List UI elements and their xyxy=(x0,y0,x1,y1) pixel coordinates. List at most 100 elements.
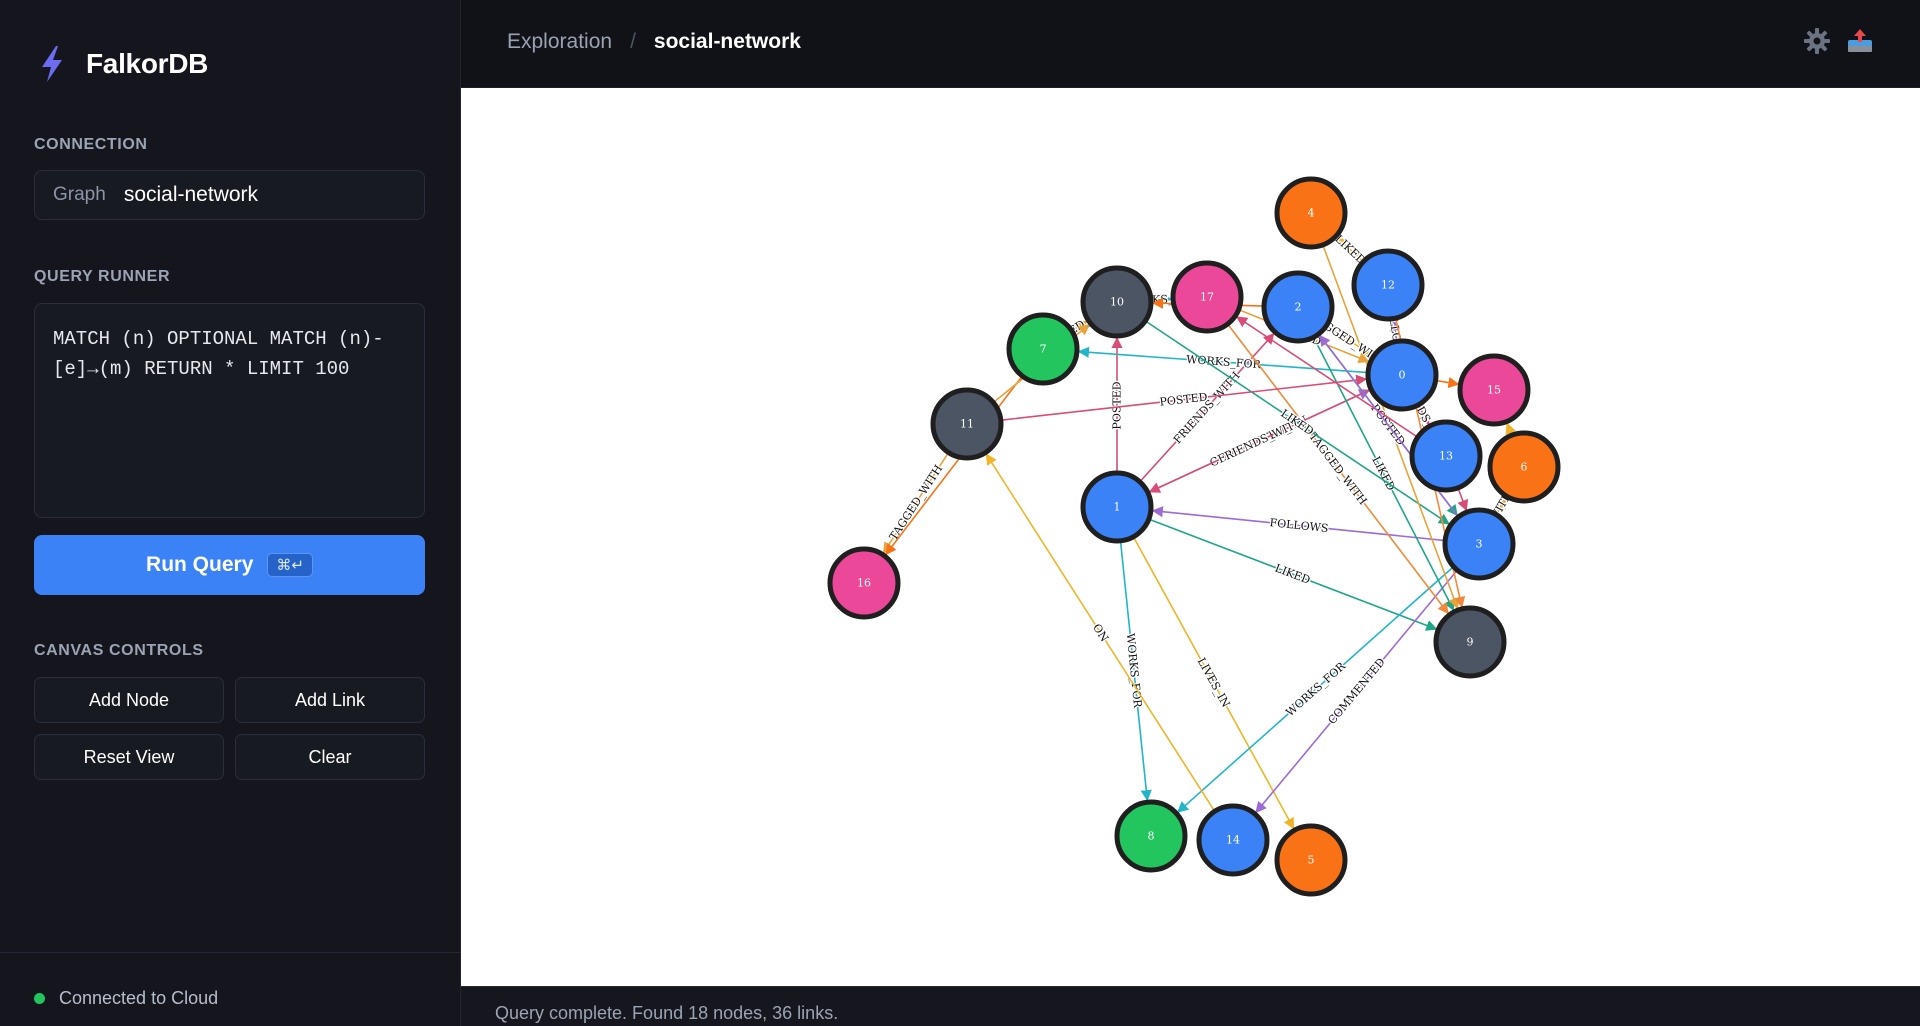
node-circle[interactable] xyxy=(1006,312,1080,386)
graph-edge[interactable] xyxy=(1148,518,1438,631)
graph-edge[interactable] xyxy=(1435,377,1460,389)
clear-button[interactable]: Clear xyxy=(235,734,425,780)
gear-icon[interactable] xyxy=(1802,26,1832,56)
node-label: 0 xyxy=(1399,369,1406,382)
graph-edge[interactable] xyxy=(885,375,1023,556)
reset-view-button[interactable]: Reset View xyxy=(34,734,224,780)
graph-edge[interactable] xyxy=(1144,320,1451,525)
graph-selector[interactable]: Graph social-network xyxy=(34,170,425,220)
node-label: 5 xyxy=(1308,854,1315,867)
graph-edge[interactable] xyxy=(1236,316,1419,438)
node-circle[interactable] xyxy=(1274,823,1348,897)
connection-status: Connected to Cloud xyxy=(34,988,218,1009)
node-circle[interactable] xyxy=(1114,799,1188,873)
graph-node[interactable]: 11 xyxy=(930,387,1004,461)
breadcrumb-exploration[interactable]: Exploration xyxy=(507,30,613,53)
node-circle[interactable] xyxy=(1274,176,1348,250)
node-label: 4 xyxy=(1308,207,1315,220)
node-circle[interactable] xyxy=(1351,248,1425,322)
add-link-button[interactable]: Add Link xyxy=(235,677,425,723)
graph-edge[interactable] xyxy=(1148,388,1372,493)
graph-edge[interactable] xyxy=(1255,569,1458,814)
graph-edge[interactable] xyxy=(1119,540,1152,802)
sidebar: FalkorDB CONNECTION Graph social-network… xyxy=(0,0,461,1026)
graph-node[interactable]: 2 xyxy=(1261,270,1335,344)
graph-edge[interactable] xyxy=(1326,324,1373,356)
node-label: 7 xyxy=(1040,343,1047,356)
graph-edge[interactable] xyxy=(1151,506,1446,542)
graph-edge[interactable] xyxy=(1139,332,1275,483)
node-label: 16 xyxy=(857,577,871,590)
node-label: 17 xyxy=(1200,291,1214,304)
graph-node[interactable]: 13 xyxy=(1409,419,1483,493)
node-circle[interactable] xyxy=(1442,507,1516,581)
edge-label: ON xyxy=(1090,621,1111,644)
node-circle[interactable] xyxy=(1170,260,1244,334)
node-label: 10 xyxy=(1110,296,1124,309)
graph-node[interactable]: 1 xyxy=(1080,470,1154,544)
graph-node[interactable]: 9 xyxy=(1433,605,1507,679)
graph-node[interactable]: 7 xyxy=(1006,312,1080,386)
graph-node[interactable]: 6 xyxy=(1487,430,1561,504)
node-circle[interactable] xyxy=(1196,803,1270,877)
query-editor[interactable]: MATCH (n) OPTIONAL MATCH (n)-[e]→(m) RET… xyxy=(34,303,425,518)
canvas-controls-title: CANVAS CONTROLS xyxy=(34,642,204,659)
sidebar-divider xyxy=(0,952,460,953)
main-area: Exploration / social-network xyxy=(461,0,1920,1026)
graph-edge[interactable] xyxy=(1336,236,1364,263)
graph-node[interactable]: 0 xyxy=(1365,338,1439,412)
status-bar-text: Query complete. Found 18 nodes, 36 links… xyxy=(495,1003,839,1023)
graph-edge[interactable] xyxy=(1132,536,1295,830)
graph-node[interactable]: 17 xyxy=(1170,260,1244,334)
run-query-button[interactable]: Run Query ⌘↵ xyxy=(34,535,425,595)
node-circle[interactable] xyxy=(827,546,901,620)
graph-edge[interactable] xyxy=(1077,346,1369,374)
graph-key-label: Graph xyxy=(53,184,106,205)
graph-edge[interactable] xyxy=(1177,566,1455,813)
bolt-icon xyxy=(42,46,62,82)
node-label: 14 xyxy=(1226,834,1240,847)
node-circle[interactable] xyxy=(1080,265,1154,339)
run-shortcut-badge: ⌘↵ xyxy=(267,553,313,577)
top-bar: Exploration / social-network xyxy=(461,0,1920,88)
graph-edge[interactable] xyxy=(1389,319,1401,342)
node-circle[interactable] xyxy=(1433,605,1507,679)
breadcrumb-separator: / xyxy=(630,30,636,53)
node-circle[interactable] xyxy=(1457,353,1531,427)
add-node-button[interactable]: Add Node xyxy=(34,677,224,723)
graph-node[interactable]: 10 xyxy=(1080,265,1154,339)
node-circle[interactable] xyxy=(1487,430,1561,504)
graph-edge[interactable] xyxy=(882,452,950,554)
graph-node[interactable]: 3 xyxy=(1442,507,1516,581)
graph-node[interactable]: 14 xyxy=(1196,803,1270,877)
node-circle[interactable] xyxy=(1409,419,1483,493)
node-circle[interactable] xyxy=(1365,338,1439,412)
brand: FalkorDB xyxy=(36,44,208,84)
graph-edge[interactable] xyxy=(1000,374,1368,421)
node-circle[interactable] xyxy=(1261,270,1335,344)
status-dot xyxy=(34,993,45,1004)
edge-label: TAGGED_WITH xyxy=(1306,430,1369,507)
edge-label: POSTED xyxy=(1111,381,1124,429)
graph-node[interactable]: 16 xyxy=(827,546,901,620)
graph-node[interactable]: 8 xyxy=(1114,799,1188,873)
graph-edge[interactable] xyxy=(1226,323,1449,615)
graph-edge[interactable] xyxy=(985,453,1216,812)
connection-status-text: Connected to Cloud xyxy=(59,988,219,1008)
graph-node[interactable]: 4 xyxy=(1274,176,1348,250)
graph-node[interactable]: 12 xyxy=(1351,248,1425,322)
graph-edge[interactable] xyxy=(1457,487,1469,512)
graph-node[interactable]: 15 xyxy=(1457,353,1531,427)
edge-label: FOLLOWS xyxy=(1269,516,1329,535)
export-icon[interactable] xyxy=(1845,26,1875,56)
node-circle[interactable] xyxy=(930,387,1004,461)
node-label: 3 xyxy=(1476,538,1483,551)
graph-node[interactable]: 5 xyxy=(1274,823,1348,897)
graph-edge[interactable] xyxy=(1417,404,1430,426)
node-label: 11 xyxy=(960,418,974,431)
graph-edge[interactable] xyxy=(1495,497,1507,516)
node-circle[interactable] xyxy=(1080,470,1154,544)
